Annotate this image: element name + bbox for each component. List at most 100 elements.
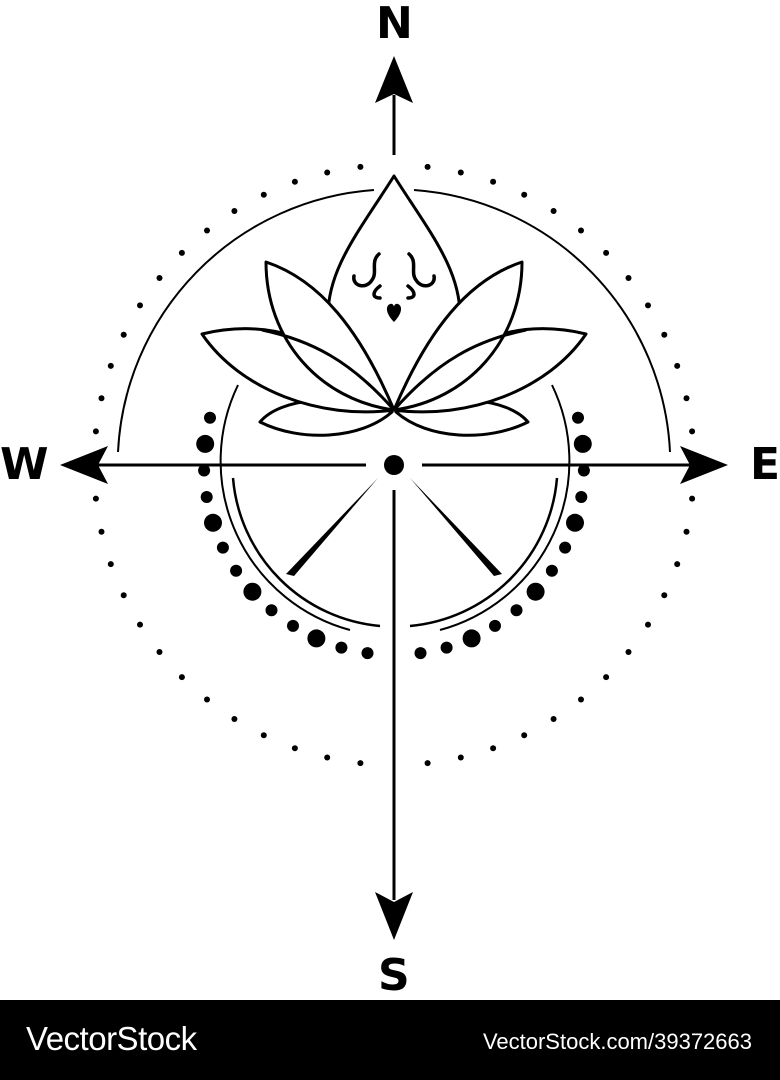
east-arrowhead-icon [680, 446, 728, 484]
ring-dot [231, 716, 238, 722]
ring-dot [357, 760, 364, 767]
bead-dot [265, 604, 278, 617]
lotus-flower-icon [200, 174, 588, 437]
watermark-footer: VectorStock VectorStock.com/39372663 [0, 1000, 780, 1080]
ring-dot [550, 208, 557, 214]
bead-dot [196, 434, 215, 453]
ring-dot [120, 331, 127, 338]
south-label: S [378, 950, 410, 1001]
ring-dot [578, 696, 584, 703]
inner-bead-ring [196, 411, 592, 660]
bead-dot [414, 647, 427, 660]
southwest-spike [286, 478, 378, 576]
bead-dot [462, 629, 481, 648]
ring-dot [603, 249, 610, 256]
heart-icon [386, 303, 402, 322]
ring-dot [521, 191, 528, 198]
ring-dot [324, 754, 331, 761]
bead-dot [335, 641, 348, 654]
outer-arc [117, 189, 671, 453]
ring-dot [645, 302, 651, 309]
west-label: W [0, 439, 49, 490]
ring-dot [674, 362, 681, 369]
ring-dot [578, 227, 584, 234]
north-label: N [376, 0, 413, 49]
ring-dot [107, 561, 114, 568]
ring-dot [457, 169, 464, 176]
inner-circle-arc [219, 384, 571, 631]
ring-dot [98, 528, 105, 535]
lotus-ornament [352, 252, 436, 300]
bead-dot [566, 513, 584, 532]
ring-dot [92, 428, 99, 435]
southeast-spike [410, 478, 502, 576]
ring-dot [661, 331, 668, 338]
west-arrowhead-icon [60, 446, 108, 484]
ring-dot [204, 227, 210, 234]
bead-dot [230, 564, 243, 577]
ring-dot [260, 732, 267, 739]
ring-dot [424, 760, 431, 767]
bead-dot [204, 513, 222, 532]
ring-dot [204, 696, 210, 703]
east-label: E [750, 439, 780, 490]
bead-dot [243, 582, 262, 601]
ring-dot [674, 561, 681, 568]
ring-dot [550, 716, 557, 722]
bead-dot [200, 491, 213, 503]
north-arrowhead-icon [375, 56, 413, 103]
ring-dot [521, 732, 528, 739]
ring-dot [324, 169, 331, 176]
ring-dot [625, 275, 632, 281]
bead-dot [216, 541, 229, 554]
ring-dot [603, 674, 610, 681]
bead-dot [577, 464, 590, 477]
ring-dot [625, 649, 632, 655]
ring-dot [98, 395, 105, 402]
ring-dot [291, 745, 298, 752]
bead-dot [510, 604, 523, 617]
ring-dot [490, 745, 497, 752]
outer-dotted-ring [92, 163, 696, 767]
ring-dot [645, 621, 651, 628]
bead-dot [287, 619, 299, 632]
bead-dot [545, 564, 558, 577]
ring-dot [457, 754, 464, 761]
ring-dot [120, 592, 127, 599]
ring-dot [260, 191, 267, 198]
south-arrowhead-icon [375, 892, 413, 940]
bead-dot [489, 619, 501, 632]
ring-dot [291, 178, 298, 185]
ring-dot [490, 178, 497, 185]
bead-dot [572, 411, 584, 424]
ring-dot [156, 275, 163, 281]
ring-dot [178, 249, 185, 256]
bead-dot [573, 434, 592, 453]
image-id-text: VectorStock.com/39372663 [482, 1029, 752, 1054]
ring-dot [231, 208, 238, 214]
ring-dot [178, 674, 185, 681]
ring-dot [683, 528, 690, 535]
ring-dot [92, 495, 99, 502]
bead-dot [361, 647, 374, 660]
ring-dot [689, 495, 696, 502]
bead-dot [440, 641, 453, 654]
bead-dot [575, 491, 588, 503]
bead-dot [198, 464, 211, 477]
bead-dot [526, 582, 545, 601]
inner-circle-arc-2 [231, 477, 559, 628]
ring-dot [107, 362, 114, 369]
ring-dot [357, 163, 364, 170]
ring-dot [683, 395, 690, 402]
bead-dot [307, 629, 326, 648]
ring-dot [137, 302, 143, 309]
ring-dot [661, 592, 668, 599]
compass-rose-lotus-illustration [60, 56, 728, 940]
ring-dot [156, 649, 163, 655]
center-dot [384, 455, 404, 475]
ring-dot [424, 163, 431, 170]
ring-dot [689, 428, 696, 435]
ring-dot [137, 621, 143, 628]
bead-dot [559, 541, 572, 554]
bead-dot [204, 411, 216, 424]
